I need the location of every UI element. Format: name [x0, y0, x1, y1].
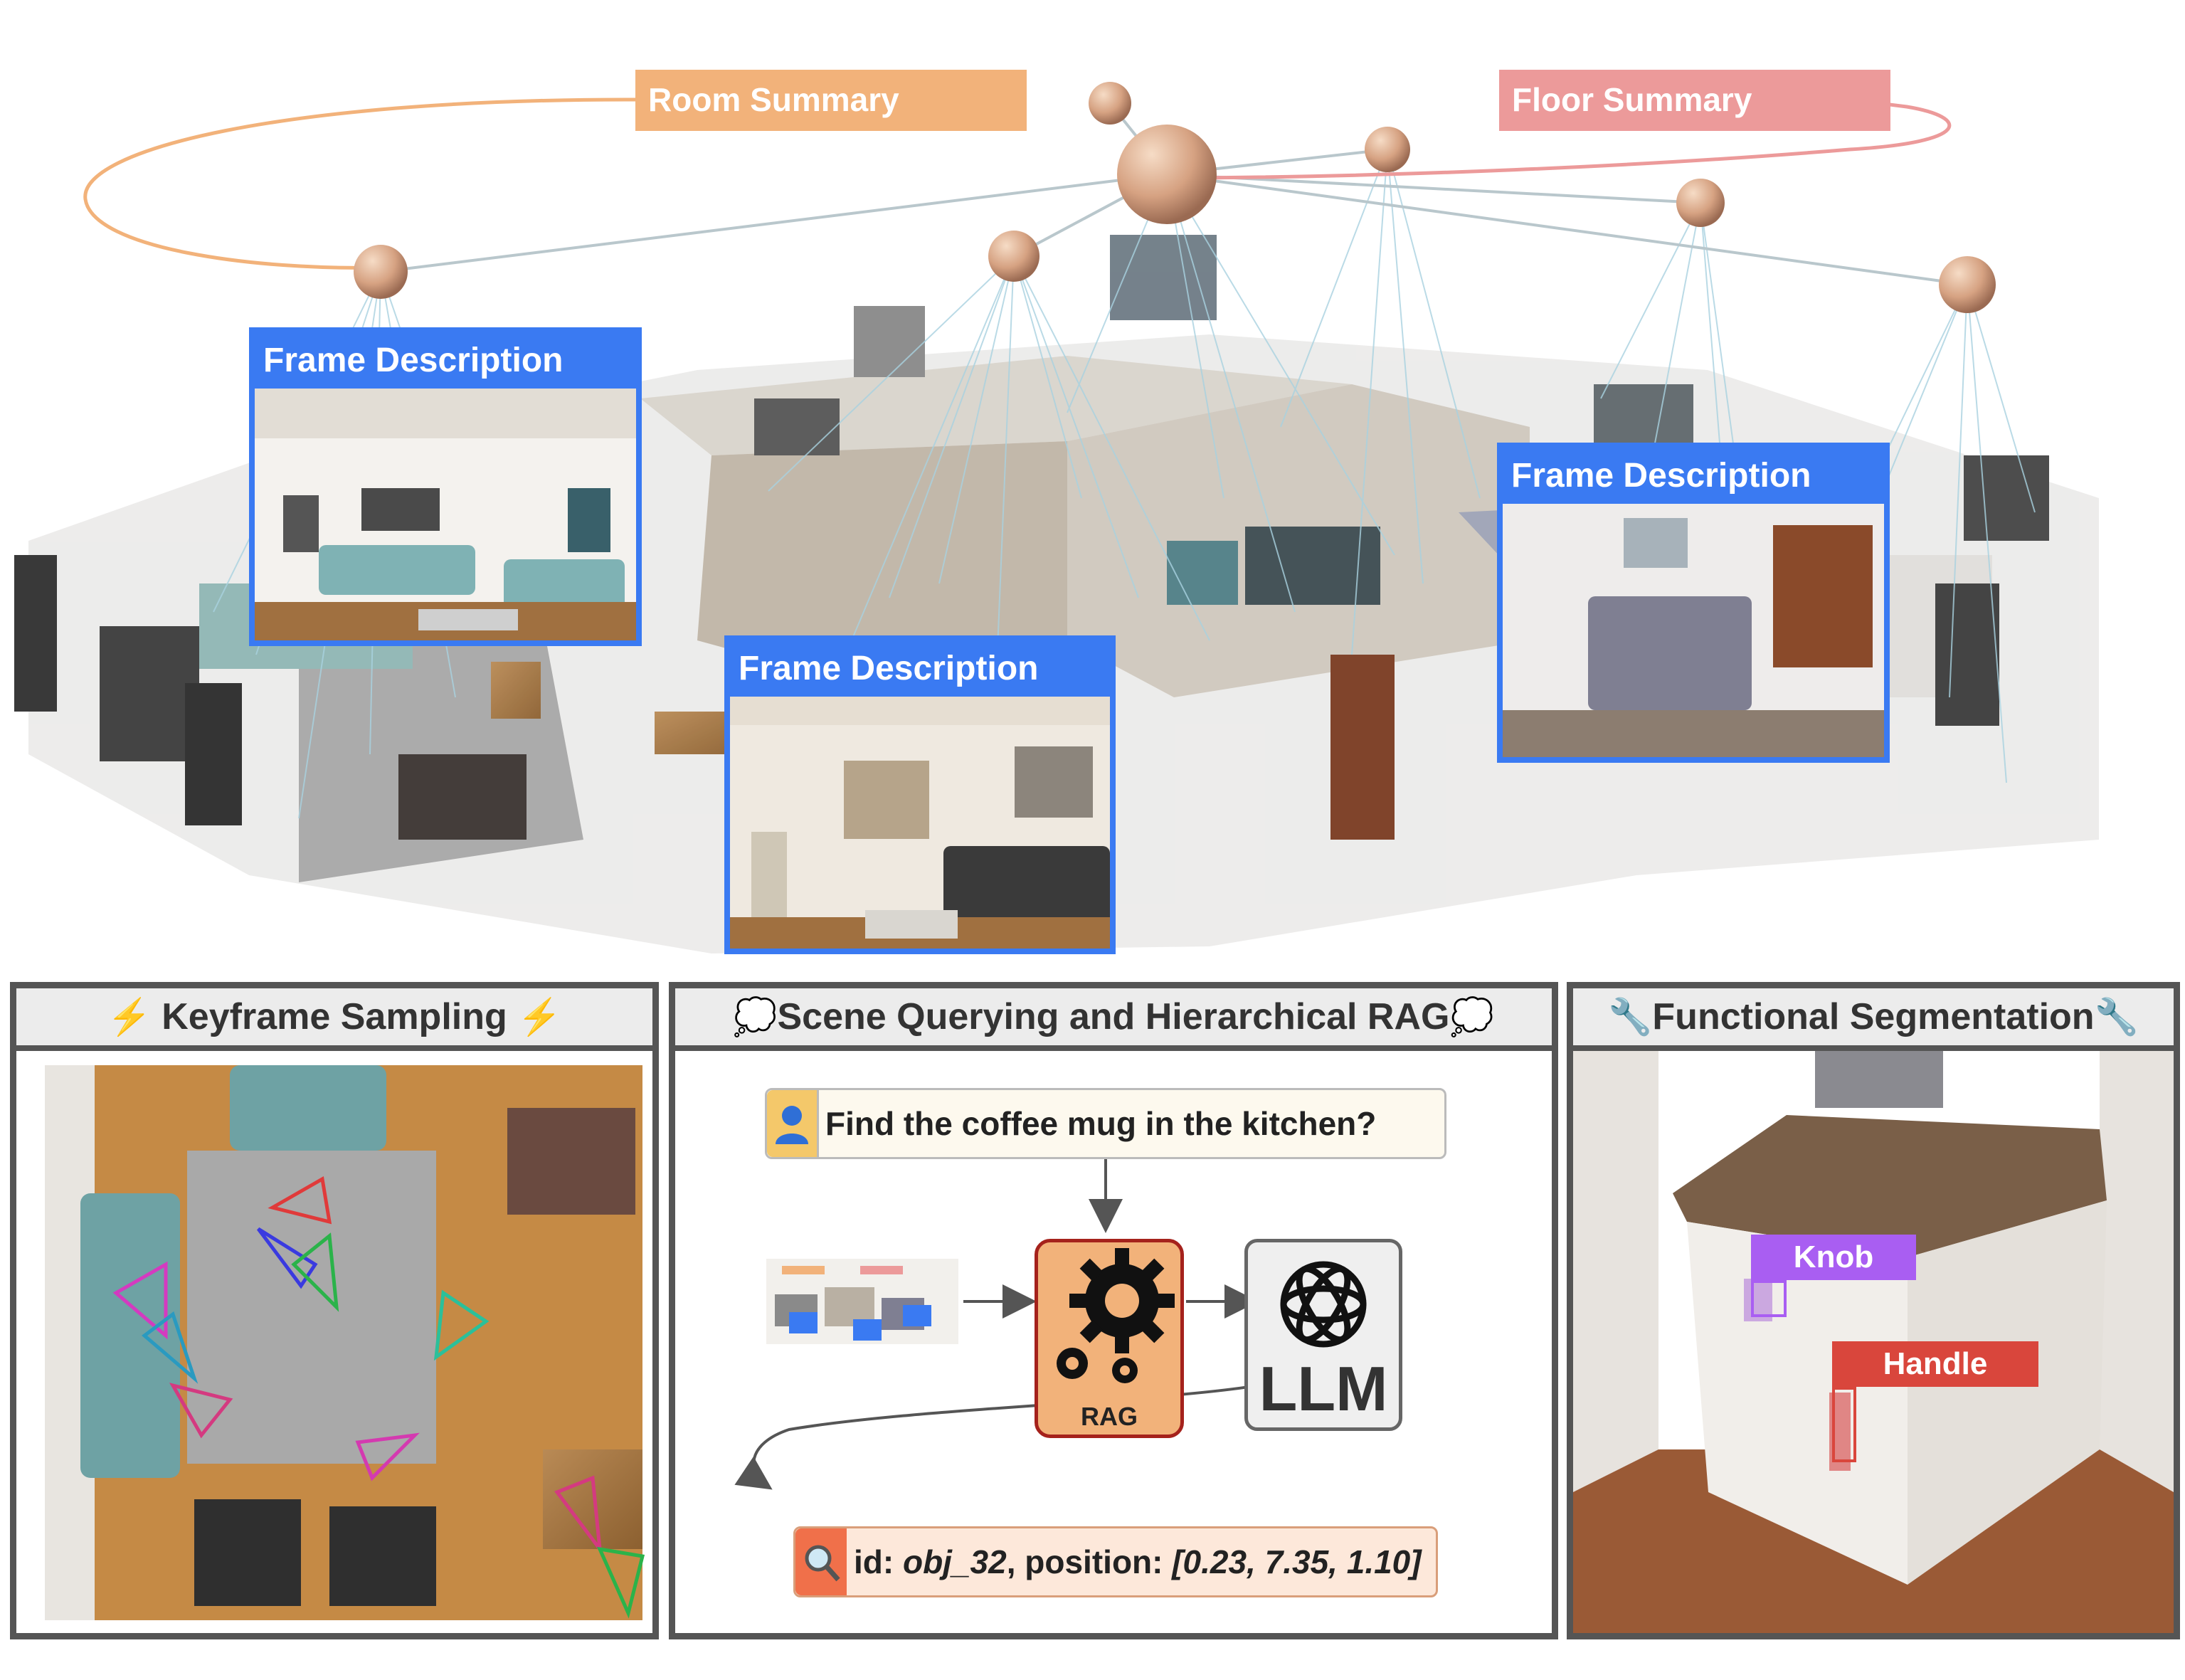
keyframe-sampling-header: ⚡ Keyframe Sampling ⚡	[16, 988, 652, 1051]
frame-description-label: Frame Description	[739, 650, 1039, 687]
room-node	[988, 231, 1039, 282]
frame-description-label: Frame Description	[1511, 457, 1811, 495]
scene-thumbnail	[766, 1259, 958, 1344]
llm-module: LLM	[1244, 1239, 1402, 1431]
frame-description-label: Frame Description	[263, 342, 564, 379]
query-box[interactable]: Find the coffee mug in the kitchen?	[765, 1088, 1446, 1159]
query-result-text: id: obj_32, position: [0.23, 7.35, 1.10]	[854, 1528, 1422, 1595]
camera-frustum	[257, 1227, 318, 1289]
room-summary-loop	[83, 97, 783, 270]
handle-highlight	[1832, 1387, 1856, 1462]
rag-label: RAG	[1081, 1402, 1138, 1431]
frame-description-living-room: Frame Description	[249, 327, 642, 646]
camera-frustum	[554, 1475, 603, 1555]
frame-description-bedroom: Frame Description	[1497, 443, 1890, 763]
camera-frustum	[355, 1432, 420, 1481]
keyframe-sampling-panel: ⚡ Keyframe Sampling ⚡	[10, 982, 659, 1639]
frame-description-lounge: Frame Description	[724, 635, 1116, 954]
query-result-box: id: obj_32, position: [0.23, 7.35, 1.10]	[793, 1526, 1438, 1597]
thought-bubble-icon: 💭	[733, 997, 778, 1037]
room-node	[1939, 256, 1996, 313]
floor-summary-label: Floor Summary	[1499, 70, 1890, 131]
camera-frustum	[596, 1546, 645, 1619]
gears-icon	[1057, 1248, 1175, 1383]
floor-node	[1117, 125, 1217, 224]
keyframe-sampling-title: Keyframe Sampling	[162, 996, 507, 1037]
room-summary-label: Room Summary	[635, 70, 1027, 131]
functional-segmentation-title: Functional Segmentation	[1652, 996, 2095, 1037]
knob-highlight	[1751, 1280, 1787, 1317]
user-icon	[767, 1090, 819, 1157]
result-position-label: , position:	[1006, 1543, 1173, 1580]
rag-flow-diagram	[734, 1159, 1317, 1490]
magnifier-icon	[795, 1528, 847, 1595]
knob-label: Knob	[1751, 1235, 1916, 1280]
lightning-icon: ⚡	[517, 997, 562, 1037]
functional-segmentation-panel: 🔧Functional Segmentation🔧 Knob Handle	[1567, 982, 2180, 1639]
lightning-icon: ⚡	[107, 997, 152, 1037]
llm-label: LLM	[1259, 1353, 1388, 1424]
floor-summary-loop	[1195, 97, 1952, 180]
camera-frustum	[142, 1311, 199, 1384]
room-node	[1089, 82, 1131, 125]
scene-querying-panel: 💭Scene Querying and Hierarchical RAG💭 Fi…	[669, 982, 1558, 1639]
result-position-value: [0.23, 7.35, 1.10]	[1172, 1543, 1422, 1580]
wrench-icon: 🔧	[1608, 997, 1653, 1037]
scene-querying-header: 💭Scene Querying and Hierarchical RAG💭	[675, 988, 1552, 1051]
handle-label: Handle	[1832, 1341, 2038, 1387]
camera-frustum	[169, 1383, 233, 1439]
camera-frustum	[268, 1176, 332, 1225]
query-text: Find the coffee mug in the kitchen?	[825, 1105, 1377, 1142]
scene-querying-title: Scene Querying and Hierarchical RAG	[777, 996, 1450, 1037]
camera-frustum	[291, 1232, 339, 1312]
living-room-photo	[255, 389, 636, 640]
camera-frustum	[433, 1289, 490, 1361]
rag-module: RAG	[1035, 1239, 1184, 1438]
openai-logo-icon	[1280, 1261, 1367, 1348]
thought-bubble-icon: 💭	[1449, 997, 1494, 1037]
camera-frustum	[112, 1261, 168, 1340]
graph-nodes	[354, 82, 1996, 313]
result-id-label: id:	[854, 1543, 903, 1580]
room-node	[354, 245, 408, 299]
bedroom-photo	[1503, 504, 1884, 757]
wrench-icon: 🔧	[2094, 997, 2139, 1037]
room-node	[1676, 179, 1725, 227]
room-node	[1365, 127, 1410, 172]
topdown-room-view	[16, 1051, 652, 1633]
functional-segmentation-header: 🔧Functional Segmentation🔧	[1573, 988, 2174, 1051]
lounge-photo	[730, 697, 1110, 949]
result-id-value: obj_32	[902, 1543, 1007, 1580]
hierarchy-lines	[380, 102, 1968, 286]
